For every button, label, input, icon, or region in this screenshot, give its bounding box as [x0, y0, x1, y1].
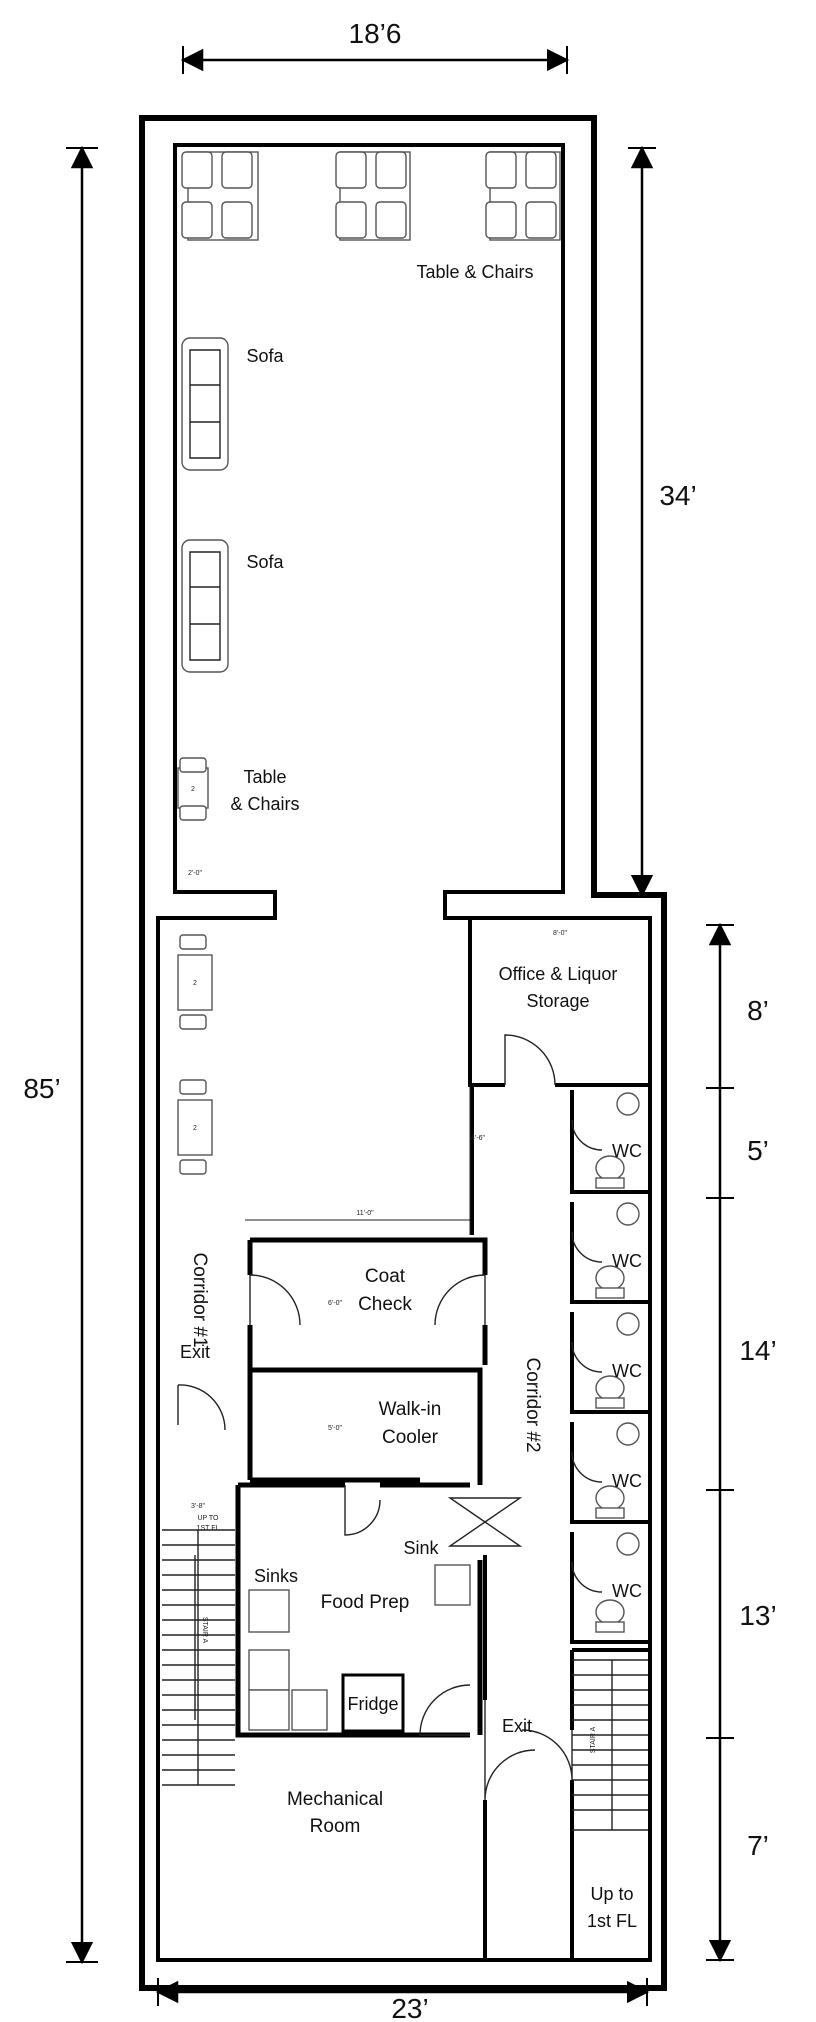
dim-segment-1: 8’: [747, 995, 769, 1026]
note-stair-label-right: STAIR A: [590, 1727, 597, 1754]
label-coat-2: Check: [358, 1294, 412, 1315]
note-cooler-depth: 5'-0": [328, 1425, 342, 1432]
chair-set-top: [181, 151, 557, 239]
sofa-1-shape: [181, 337, 229, 471]
label-food-prep: Food Prep: [321, 1592, 410, 1613]
dim-right-upper: 34’: [659, 480, 696, 511]
note-chair-num-2: 2: [193, 980, 197, 987]
dim-segment-2: 5’: [747, 1135, 769, 1166]
dim-segment-5: 7’: [747, 1830, 769, 1861]
note-chair-num-3: 2: [193, 1125, 197, 1132]
label-fridge: Fridge: [347, 1694, 398, 1714]
label-up-2: 1st FL: [587, 1911, 637, 1931]
sofa-2-shape: [181, 539, 229, 673]
stairs-left: [162, 1529, 235, 1786]
dimension-lines: [66, 46, 734, 2006]
label-table-left-2: & Chairs: [230, 794, 299, 814]
label-coat-1: Coat: [365, 1266, 406, 1287]
label-sinks: Sinks: [254, 1566, 298, 1586]
note-chair-num-1: 2: [191, 786, 195, 793]
label-sofa-2: Sofa: [246, 552, 284, 572]
label-corridor-2: Corridor #2: [522, 1357, 543, 1452]
dim-top-width: 18’6: [349, 18, 402, 49]
exterior-walls: [139, 115, 667, 1991]
label-office-2: Storage: [526, 991, 589, 1011]
label-sink: Sink: [403, 1538, 439, 1558]
note-width-2-0: 2'-0": [188, 870, 202, 877]
dim-segment-4: 13’: [739, 1600, 776, 1631]
label-wc-3: WC: [612, 1361, 642, 1381]
label-wc-5: WC: [612, 1581, 642, 1601]
dim-segment-3: 14’: [739, 1335, 776, 1366]
note-corridor-width: 4'-6": [471, 1135, 485, 1142]
label-wc-2: WC: [612, 1251, 642, 1271]
note-coat-depth: 6'-0": [328, 1300, 342, 1307]
sink-fixtures: [248, 1564, 471, 1731]
label-exit-right: Exit: [502, 1716, 532, 1736]
label-wc-4: WC: [612, 1471, 642, 1491]
label-exit-left: Exit: [180, 1342, 210, 1362]
fridge-shape: [341, 1673, 405, 1733]
wc-fixtures: [595, 1092, 640, 1633]
label-table-chairs-top: Table & Chairs: [416, 262, 533, 282]
label-corridor-1: Corridor #1: [189, 1252, 210, 1347]
note-stair-label-left: STAIR A: [201, 1617, 208, 1644]
note-stair-up-1: UP TO: [197, 1515, 219, 1522]
label-office-1: Office & Liquor: [499, 964, 618, 984]
label-sofa-1: Sofa: [246, 346, 284, 366]
label-up-1: Up to: [590, 1884, 633, 1904]
note-stair-width: 3'-8": [191, 1503, 205, 1510]
note-coat-width: 11'-0": [356, 1210, 374, 1217]
label-cooler-2: Cooler: [382, 1427, 439, 1448]
doors: [177, 1034, 603, 1801]
note-office-width: 8'-0": [553, 930, 567, 937]
note-stair-up-2: 1ST FL: [197, 1525, 220, 1532]
small-tables-left: [177, 757, 213, 1175]
label-cooler-1: Walk-in: [379, 1399, 442, 1420]
stairs-right: [572, 1659, 648, 1831]
dim-bottom-width: 23’: [391, 1993, 428, 2022]
dim-overall-height: 85’: [23, 1073, 60, 1104]
label-wc-1: WC: [612, 1141, 642, 1161]
label-mechanical-1: Mechanical: [287, 1789, 383, 1810]
label-mechanical-2: Room: [310, 1816, 361, 1837]
label-table-left-1: Table: [243, 767, 286, 787]
interior-walls: [235, 918, 650, 1960]
